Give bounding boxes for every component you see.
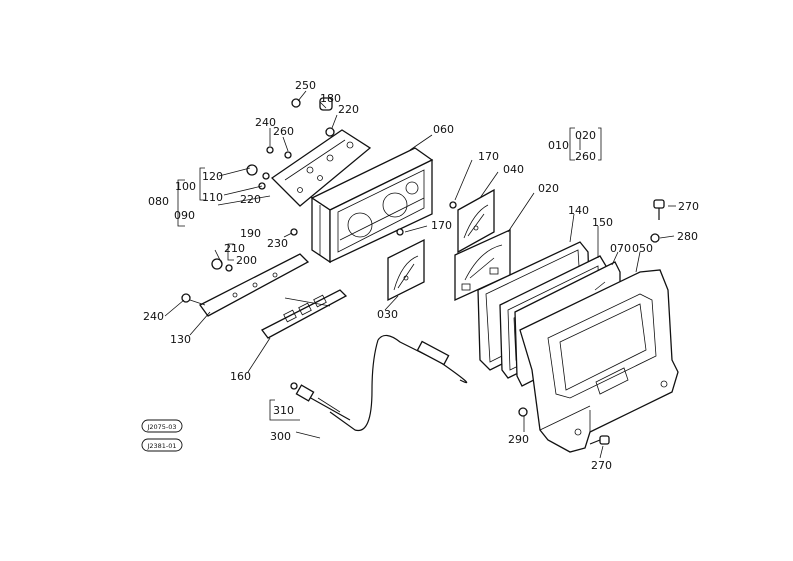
label-270-top: 270	[678, 200, 699, 213]
label-160: 160	[230, 370, 251, 383]
ref-stamp-1	[141, 419, 183, 433]
label-200: 200	[236, 254, 257, 267]
label-070: 070	[610, 242, 631, 255]
label-260-right: 260	[575, 150, 596, 163]
label-310: 310	[273, 404, 294, 417]
label-220-top: 220	[338, 103, 359, 116]
label-170-mid: 170	[431, 219, 452, 232]
label-120: 120	[202, 170, 223, 183]
leader-lines	[164, 90, 676, 459]
label-110: 110	[202, 191, 223, 204]
label-080: 080	[148, 195, 169, 208]
group-brackets	[177, 127, 602, 439]
label-240-top: 240	[255, 116, 276, 129]
label-240-left: 240	[143, 310, 164, 323]
label-300: 300	[270, 430, 291, 443]
label-230: 230	[267, 237, 288, 250]
ref-stamp-2-text: J2381-01	[146, 442, 176, 450]
label-270-bottom: 270	[591, 459, 612, 472]
label-090: 090	[174, 209, 195, 222]
label-210: 210	[224, 242, 245, 255]
label-140: 140	[568, 204, 589, 217]
label-180: 180	[320, 92, 341, 105]
ref-stamp-2	[141, 438, 183, 452]
label-100: 100	[175, 180, 196, 193]
speedometer-cable	[295, 334, 468, 432]
gauge-030	[387, 238, 425, 302]
label-280: 280	[677, 230, 698, 243]
bezel-050	[519, 269, 679, 453]
label-020-mid: 020	[538, 182, 559, 195]
rear-cover-plate	[270, 129, 372, 207]
label-170-top: 170	[478, 150, 499, 163]
gauge-040	[457, 188, 495, 254]
label-290: 290	[508, 433, 529, 446]
hardware	[181, 97, 665, 445]
label-010: 010	[548, 139, 569, 152]
ref-stamp-1-text: J2075-03	[146, 423, 176, 431]
label-040: 040	[503, 163, 524, 176]
part-labels: 250 180 220 240 260 060 120 100 110 080 …	[143, 79, 699, 472]
label-060: 060	[433, 123, 454, 136]
indicator-strip-130	[199, 253, 310, 317]
label-130: 130	[170, 333, 191, 346]
label-220-mid: 220	[240, 193, 261, 206]
label-190: 190	[240, 227, 261, 240]
label-150: 150	[592, 216, 613, 229]
reference-stamps: J2075-03 J2381-01	[141, 419, 183, 452]
label-050: 050	[632, 242, 653, 255]
label-020-top: 020	[575, 129, 596, 142]
meter-case	[310, 147, 434, 264]
lamp-lens-160	[261, 289, 348, 339]
label-260-left: 260	[273, 125, 294, 138]
label-030: 030	[377, 308, 398, 321]
label-250: 250	[295, 79, 316, 92]
